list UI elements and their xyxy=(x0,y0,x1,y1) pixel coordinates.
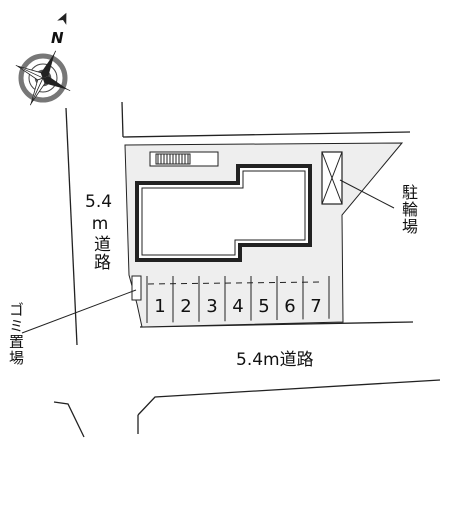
north-arrow-icon xyxy=(57,12,67,25)
north-label: N xyxy=(51,29,64,47)
parking-space-number: 1 xyxy=(154,296,165,317)
parking-space-number: 3 xyxy=(206,296,217,317)
building xyxy=(135,151,312,262)
parking-space-number: 4 xyxy=(232,296,243,317)
staircase-icon xyxy=(155,153,191,165)
parking-space-number: 6 xyxy=(284,296,295,317)
road-bottom-label: 5.4m道路 xyxy=(236,350,314,370)
road-left-name: m道路 xyxy=(90,214,110,271)
garbage-leader-line xyxy=(21,289,137,334)
bicycle-parking-label: 駐輪場 xyxy=(399,184,418,235)
bicycle-parking xyxy=(321,151,395,209)
road-edge-top xyxy=(122,131,411,138)
parking-space-number: 5 xyxy=(258,296,269,317)
road-edge-bottom-outer xyxy=(137,379,441,416)
bicycle-leader-line xyxy=(339,179,395,209)
road-edge-lower-left xyxy=(53,401,85,438)
parking-space-number: 2 xyxy=(180,296,191,317)
parking-space-number: 7 xyxy=(310,296,321,317)
road-edge-left-inner xyxy=(121,101,124,138)
compass-rose-icon xyxy=(15,50,71,106)
garbage-box xyxy=(131,275,142,301)
road-left-width: 5.4 xyxy=(85,192,113,212)
garbage-label: ゴミ置場 xyxy=(7,302,25,366)
parking-front-dashes xyxy=(147,281,323,285)
road-edge-left-outer xyxy=(65,107,78,346)
garbage-area xyxy=(21,275,142,334)
building-outline xyxy=(135,164,312,262)
building-inner-outline xyxy=(141,170,306,256)
